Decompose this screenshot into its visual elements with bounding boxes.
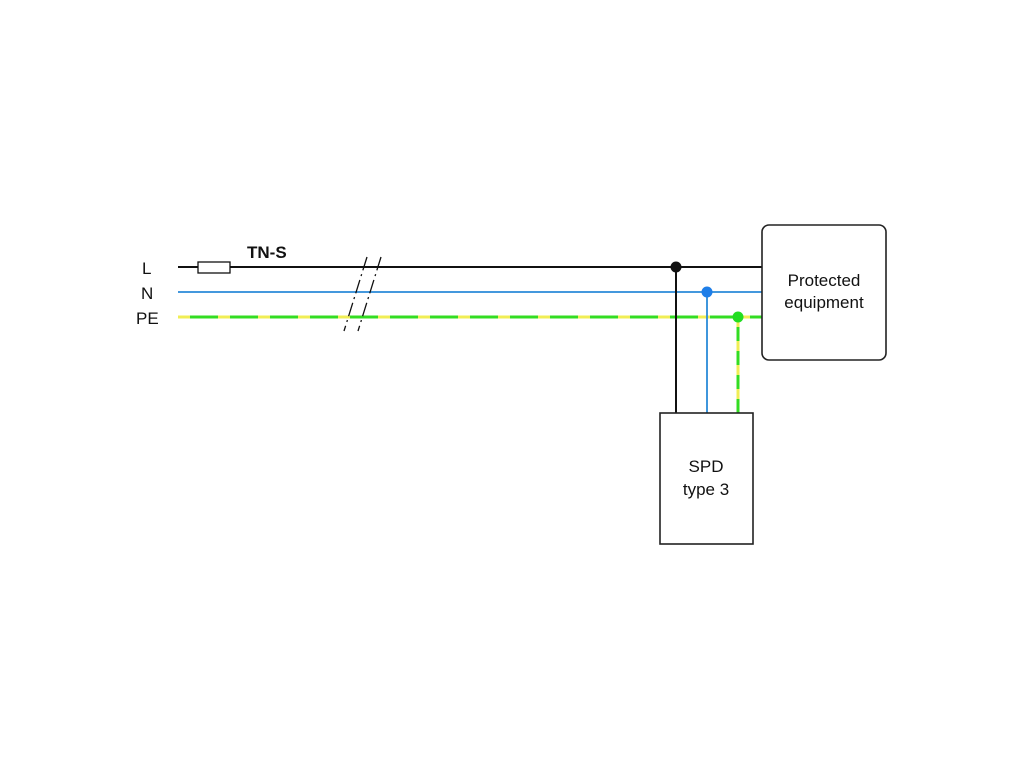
system-label: TN-S	[247, 243, 287, 262]
spd-label-line2: type 3	[683, 480, 729, 499]
pe-junction-node	[732, 311, 744, 323]
protected-equipment-label-line1: Protected	[788, 271, 861, 290]
fuse-symbol	[197, 261, 231, 274]
protected-equipment-box	[761, 224, 887, 361]
l-junction-node	[670, 261, 682, 273]
n-junction-node	[701, 286, 713, 298]
conductor-label-l: L	[142, 259, 151, 278]
spd-box	[659, 412, 754, 545]
break-mark-left	[343, 256, 368, 332]
protected-equipment-label-line2: equipment	[784, 293, 864, 312]
spd-label-line1: SPD	[689, 457, 724, 476]
conductor-label-pe: PE	[136, 309, 159, 328]
break-mark-right	[357, 256, 382, 332]
conductor-label-n: N	[141, 284, 153, 303]
